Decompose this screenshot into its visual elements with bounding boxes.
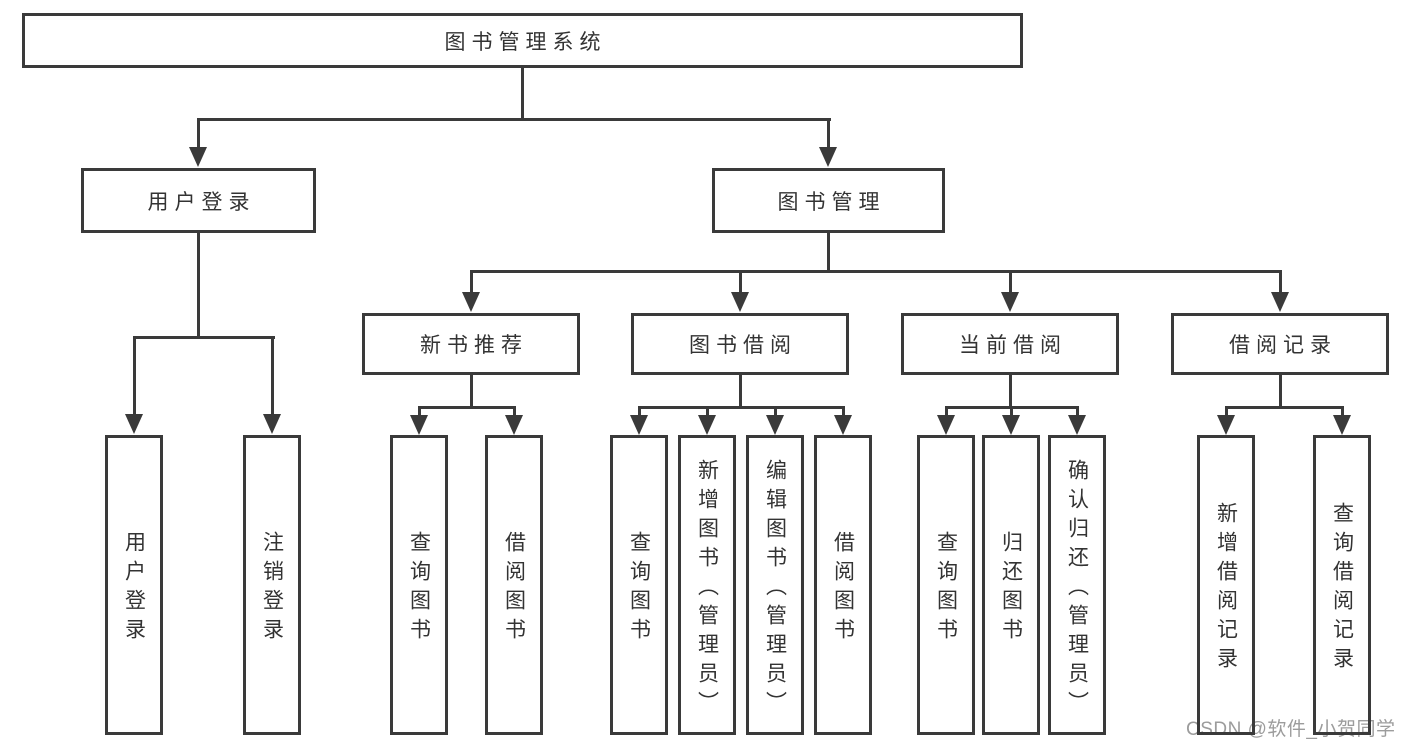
leaf-bb-query-books: 查询图书: [610, 435, 668, 735]
leaf-rec-add-record: 新增借阅记录: [1197, 435, 1255, 735]
arrowhead-new-books: [462, 292, 480, 312]
leaf-user-login: 用户登录: [105, 435, 163, 735]
connector-bookmgmt-branch: [470, 270, 1282, 273]
connector-root-stem: [521, 68, 524, 118]
connector-userlogin-stem: [197, 233, 200, 336]
node-current-borrowing: 当前借阅: [901, 313, 1119, 375]
leaf-rec-query-record: 查询借阅记录: [1313, 435, 1371, 735]
connector-bookmgmt-stem: [827, 233, 830, 270]
node-borrowing-records: 借阅记录: [1171, 313, 1389, 375]
arrowhead-rec-query: [1333, 415, 1351, 435]
connector-drop-leaf-logout: [271, 336, 274, 415]
node-root: 图书管理系统: [22, 13, 1023, 68]
connector-drop-bb-query: [638, 406, 641, 416]
leaf-bb-add-books-admin: 新增图书（管理员）: [678, 435, 736, 735]
connector-records-stem: [1279, 375, 1282, 406]
leaf-bb-borrow-books: 借阅图书: [814, 435, 872, 735]
arrowhead-leaf-logout: [263, 414, 281, 434]
arrowhead-nb-borrow: [505, 415, 523, 435]
arrowhead-current-borrow: [1001, 292, 1019, 312]
connector-drop-bb-add: [706, 406, 709, 416]
connector-drop-nb-borrow: [513, 406, 516, 416]
connector-newbooks-branch: [418, 406, 516, 409]
connector-drop-leaf-login: [133, 336, 136, 415]
leaf-logout: 注销登录: [243, 435, 301, 735]
arrowhead-cb-return: [1002, 415, 1020, 435]
connector-drop-user-login: [197, 118, 200, 148]
connector-drop-nb-query: [418, 406, 421, 416]
connector-drop-rec-add: [1225, 406, 1228, 416]
connector-drop-cb-return: [1010, 406, 1013, 416]
connector-userlogin-branch: [133, 336, 275, 339]
connector-drop-bb-borrow: [842, 406, 845, 416]
node-book-borrowing: 图书借阅: [631, 313, 849, 375]
arrowhead-book-mgmt: [819, 147, 837, 167]
connector-drop-cb-confirm: [1076, 406, 1079, 416]
connector-drop-rec-query: [1341, 406, 1344, 416]
csdn-watermark: CSDN @软件_小贺同学: [1186, 719, 1396, 740]
arrowhead-nb-query: [410, 415, 428, 435]
connector-drop-bb-edit: [774, 406, 777, 416]
node-new-book-recommend: 新书推荐: [362, 313, 580, 375]
connector-drop-new-books: [470, 270, 473, 293]
arrowhead-borrow-records: [1271, 292, 1289, 312]
arrowhead-leaf-login: [125, 414, 143, 434]
arrowhead-bb-edit: [766, 415, 784, 435]
leaf-nb-query-books: 查询图书: [390, 435, 448, 735]
connector-drop-borrow-records: [1279, 270, 1282, 293]
connector-drop-book-mgmt: [827, 118, 830, 148]
leaf-nb-borrow-books: 借阅图书: [485, 435, 543, 735]
connector-root-branch: [197, 118, 831, 121]
arrowhead-book-borrow: [731, 292, 749, 312]
node-user-login: 用户登录: [81, 168, 316, 233]
leaf-cb-return-books: 归还图书: [982, 435, 1040, 735]
node-book-management: 图书管理: [712, 168, 945, 233]
arrowhead-rec-add: [1217, 415, 1235, 435]
arrowhead-user-login: [189, 147, 207, 167]
leaf-cb-confirm-return-admin: 确认归还（管理员）: [1048, 435, 1106, 735]
connector-bookborrow-branch: [638, 406, 845, 409]
connector-drop-cb-query: [945, 406, 948, 416]
arrowhead-bb-query: [630, 415, 648, 435]
connector-currentborrow-stem: [1009, 375, 1012, 406]
arrowhead-bb-add: [698, 415, 716, 435]
leaf-bb-edit-books-admin: 编辑图书（管理员）: [746, 435, 804, 735]
leaf-cb-query-books: 查询图书: [917, 435, 975, 735]
connector-bookborrow-stem: [739, 375, 742, 406]
connector-drop-book-borrow: [739, 270, 742, 293]
arrowhead-cb-query: [937, 415, 955, 435]
connector-newbooks-stem: [470, 375, 473, 406]
connector-records-branch: [1225, 406, 1344, 409]
arrowhead-cb-confirm: [1068, 415, 1086, 435]
connector-drop-current-borrow: [1009, 270, 1012, 293]
arrowhead-bb-borrow: [834, 415, 852, 435]
